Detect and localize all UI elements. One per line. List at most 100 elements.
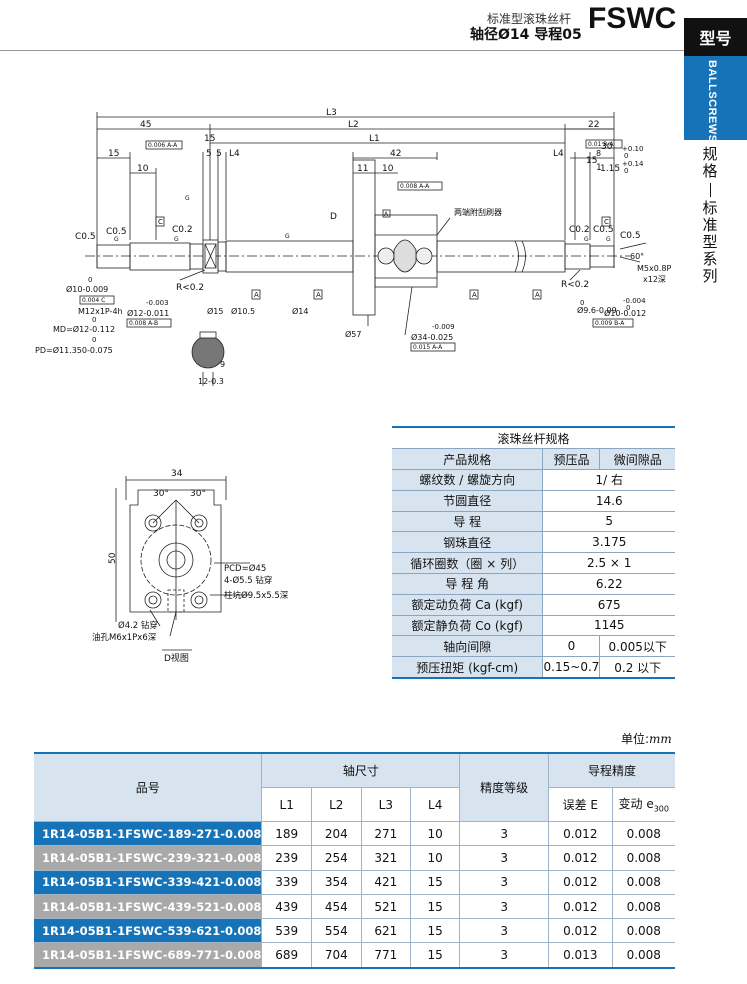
- spec-row: 预压扭矩 (kgf-cm) 0.15~0.7 0.2 以下: [392, 656, 675, 679]
- col-error: 误差 E: [548, 787, 612, 822]
- header-spec: 轴径Ø14 导程05: [470, 27, 582, 43]
- gtol-4: 0.008 A-A: [400, 183, 430, 190]
- dim-115: 1.15: [600, 164, 620, 174]
- main-subheader-row: L1 L2 L3 L4 误差 E 变动 e300: [34, 787, 675, 822]
- cell-grade: 3: [459, 821, 549, 847]
- dia-34: Ø34-0.025: [411, 332, 453, 342]
- side-category-bar: [709, 183, 711, 197]
- part-number: 1R14-05B1-1FSWC-239-321-0.008: [34, 845, 262, 871]
- spec-label: 预压扭矩 (kgf-cm): [392, 656, 543, 679]
- pd: PD=Ø11.350-0.075: [35, 345, 113, 355]
- dim-10b: 10: [382, 164, 394, 174]
- grind-g2: G: [174, 236, 179, 243]
- cell-L1: 539: [261, 918, 312, 944]
- spec-label: 节圆直径: [392, 490, 543, 512]
- cell-variation: 0.008: [611, 821, 675, 847]
- part-number: 1R14-05B1-1FSWC-439-521-0.008: [34, 894, 262, 920]
- chamfer-c05a: C0.5: [75, 232, 96, 242]
- flange-angle-b: 30°: [190, 489, 206, 499]
- spec-value: 0: [542, 635, 600, 658]
- dim-15a: 15: [204, 134, 215, 144]
- datum-a4: A: [535, 291, 540, 299]
- cell-L4: 10: [410, 845, 460, 871]
- cell-L4: 15: [410, 942, 460, 969]
- spec-value: 0.2 以下: [599, 656, 675, 679]
- view-marker-d: D: [330, 212, 337, 222]
- flange-drill: Ø4.2 钻穿: [118, 620, 158, 631]
- chamfer-c02a: C0.2: [172, 225, 193, 235]
- dia-15: Ø15: [207, 306, 223, 316]
- spec-header-row: 产品规格 预压品 微间隙品: [392, 448, 675, 470]
- chamfer-c05c: C0.5: [593, 225, 614, 235]
- grind-g4: G: [584, 236, 589, 243]
- flange-holes: 4-Ø5.5 钻穿: [224, 575, 272, 586]
- spec-label: 轴向间隙: [392, 635, 543, 658]
- cell-L1: 439: [261, 894, 312, 920]
- part-number: 1R14-05B1-1FSWC-689-771-0.008: [34, 942, 262, 969]
- spec-label: 导 程 角: [392, 573, 543, 595]
- cell-error: 0.012: [548, 845, 612, 871]
- unit-mm: mm: [649, 732, 672, 746]
- cell-L3: 771: [360, 942, 411, 969]
- col-shaft: 轴尺寸: [261, 752, 460, 788]
- cell-L3: 271: [360, 821, 411, 847]
- dim-L1: L1: [369, 134, 380, 144]
- dia-14: Ø14: [292, 306, 308, 316]
- tol-plus014: +0.14: [622, 160, 644, 168]
- side-category-spec: 规格: [702, 145, 718, 180]
- part-number-table: 品号 轴尺寸 精度等级 导程精度 L1 L2 L3 L4 误差 E 变动 e30…: [34, 752, 675, 969]
- table-row: 1R14-05B1-1FSWC-539-621-0.008 539 554 62…: [34, 918, 675, 944]
- flange-view-title: D视图: [164, 652, 189, 664]
- dim-L4a: L4: [229, 149, 240, 159]
- cell-L1: 689: [261, 942, 312, 969]
- spec-row: 额定静负荷 Co (kgf)1145: [392, 615, 675, 637]
- chamfer-c05b: C0.5: [106, 227, 127, 237]
- main-header-row: 品号 轴尺寸 精度等级 导程精度: [34, 752, 675, 822]
- cell-L2: 454: [310, 894, 362, 920]
- dia-12: Ø12-0.011: [127, 308, 169, 318]
- tol-zero-c: 0: [88, 276, 92, 284]
- dim-L3: L3: [326, 108, 337, 118]
- spec-value: 0.005以下: [599, 635, 675, 658]
- dim-11: 11: [357, 164, 368, 174]
- spec-value: 675: [542, 594, 675, 616]
- spec-value: 1/ 右: [542, 469, 675, 491]
- cell-L4: 15: [410, 894, 460, 920]
- cell-L4: 15: [410, 918, 460, 944]
- spec-label: 导 程: [392, 511, 543, 533]
- table-row: 1R14-05B1-1FSWC-689-771-0.008 689 704 77…: [34, 942, 675, 969]
- datum-a1: A: [254, 291, 259, 299]
- thread-m12: M12x1P-4h: [78, 307, 123, 316]
- gtol-1: 0.004 C: [82, 297, 105, 304]
- dim-L4b: L4: [553, 149, 564, 159]
- spec-value: 0.15~0.7: [542, 656, 600, 679]
- cell-L2: 704: [310, 942, 362, 969]
- tol-003: -0.003: [146, 299, 169, 307]
- gtol-7: 0.009 B-A: [595, 320, 625, 327]
- col-L1: L1: [261, 787, 312, 822]
- flange-counterbore: 柱坑Ø9.5x5.5深: [224, 590, 289, 601]
- spec-col-product: 产品规格: [392, 448, 543, 470]
- spec-value: 1145: [542, 615, 675, 637]
- spec-value: 6.22: [542, 573, 675, 595]
- ballscrew-drawing: L3 L2 L1 45 22 15 15 10 5 5 L4 L4 42 11 …: [35, 108, 671, 386]
- spec-row: 轴向间隙 0 0.005以下: [392, 635, 675, 658]
- spec-value: 14.6: [542, 490, 675, 512]
- flange-d-view: 34 50 30° 30° PCD=Ø45 4-Ø5.5 钻穿 柱坑Ø9.5x5…: [92, 469, 289, 664]
- flange-pcd: PCD=Ø45: [224, 563, 266, 574]
- dim-9: 9: [220, 360, 225, 369]
- part-number: 1R14-05B1-1FSWC-339-421-0.008: [34, 870, 262, 895]
- cell-L3: 521: [360, 894, 411, 920]
- dim-1r: 1: [596, 163, 602, 173]
- side-tab-model: 型号: [684, 18, 747, 56]
- spec-label: 额定动负荷 Ca (kgf): [392, 594, 543, 616]
- dia-105: Ø10.5: [231, 306, 255, 316]
- dim-15b: 15: [108, 149, 119, 159]
- flange-height: 50: [108, 552, 118, 564]
- dim-8: 8: [596, 149, 601, 158]
- side-tab-ballscrews-label: BALLSCREWS: [706, 60, 718, 143]
